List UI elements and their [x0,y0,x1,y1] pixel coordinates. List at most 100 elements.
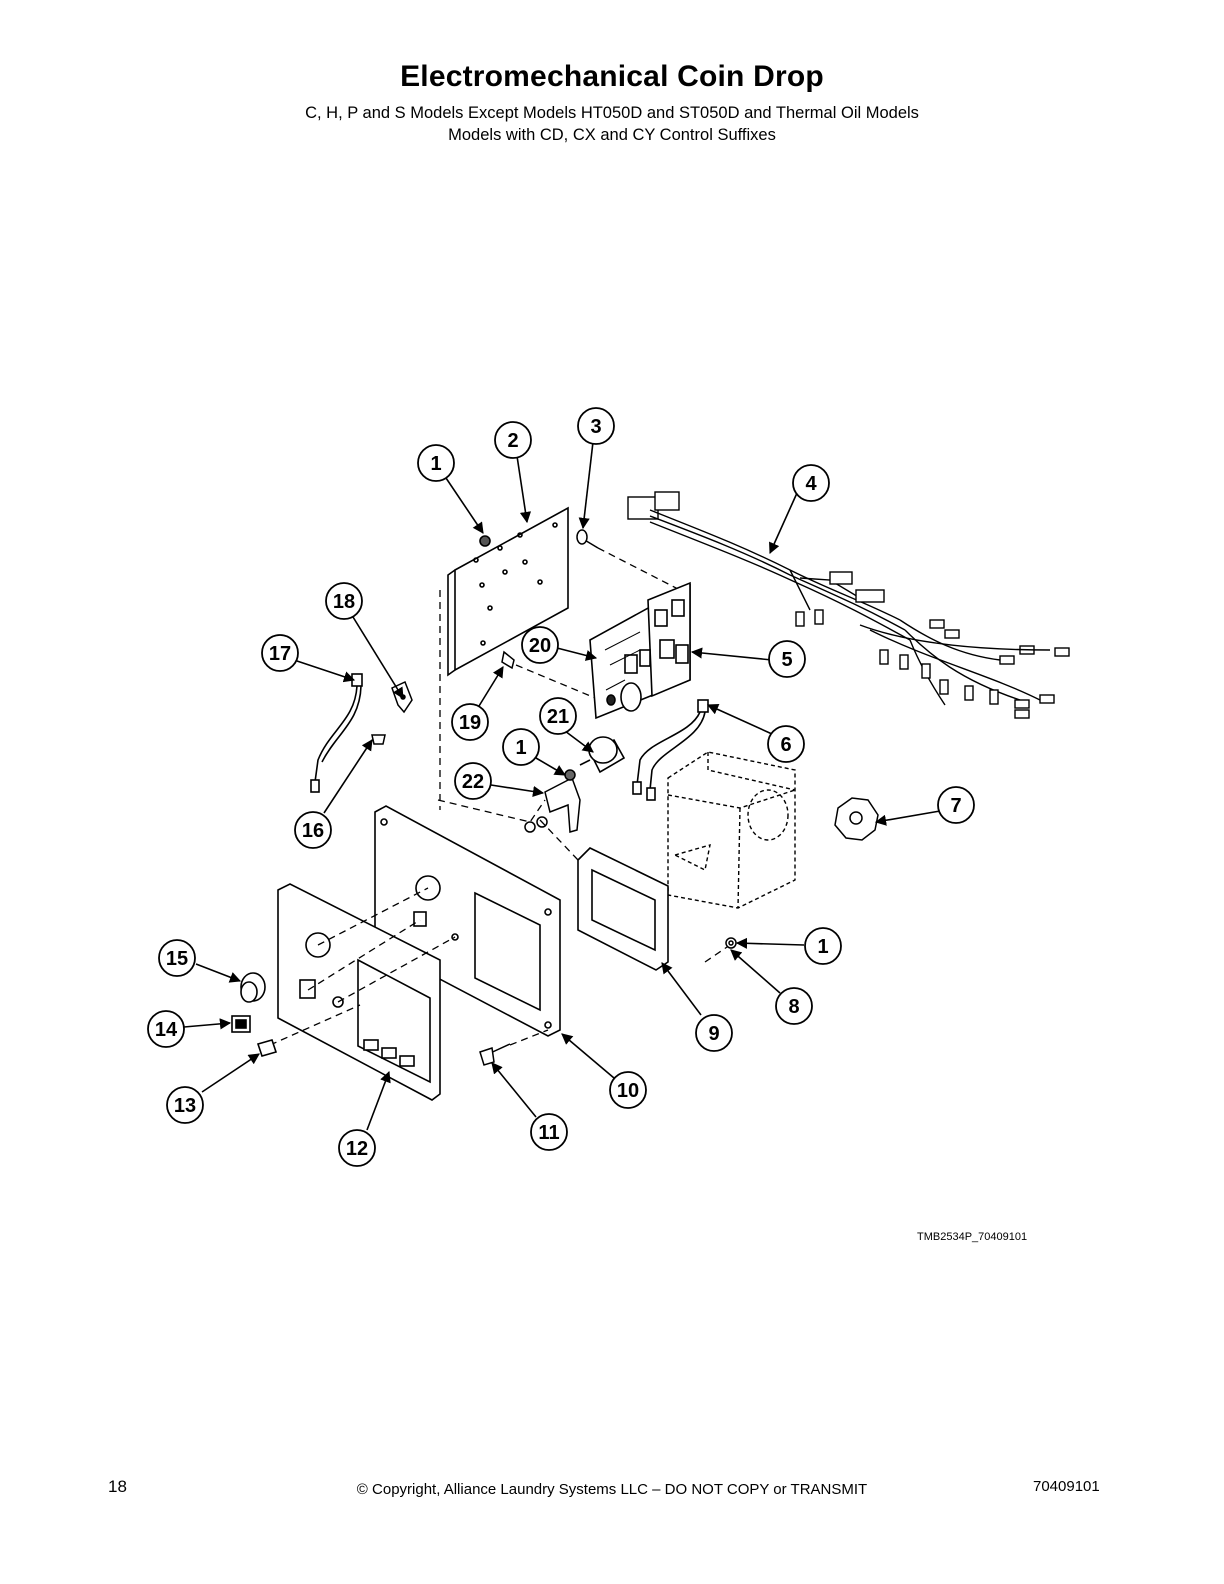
figure-reference: TMB2534P_70409101 [917,1231,1028,1243]
callout-circle [325,582,363,620]
callout-c3: 3 [577,407,615,445]
callout-label: 20 [529,635,551,657]
gasket-part-9 [577,847,669,971]
subtitle-models: C, H, P and S Models Except Models HT050… [305,104,919,122]
indicator-light-part-13 [256,1039,278,1057]
callout-label: 6 [780,734,791,756]
callout-c8: 8 [775,987,813,1025]
callout-circle [521,626,559,664]
callout-c20: 20 [521,626,559,664]
callout-label: 17 [269,643,291,665]
callout-c7: 7 [937,786,975,824]
callout-label: 22 [462,771,484,793]
callout-label: 4 [805,473,817,495]
callout-circle [454,762,492,800]
document-number: 70409101 [1033,1478,1100,1495]
callout-c15: 15 [158,939,196,977]
callout-label: 16 [302,820,324,842]
callout-c9: 9 [695,1014,733,1052]
page-number: 18 [108,1477,127,1496]
subtitle-control-suffixes: Models with CD, CX and CY Control Suffix… [448,126,776,144]
callout-circle [767,725,805,763]
callout-c4: 4 [792,464,830,502]
callout-circle [539,697,577,735]
callout-circle [494,421,532,459]
screw-part-16 [371,734,386,745]
callout-circle [261,634,299,672]
mounting-plate [447,506,569,677]
callout-label: 10 [617,1080,639,1102]
callout-label: 13 [174,1095,196,1117]
callout-label: 1 [430,453,441,475]
callout-c14: 14 [147,1010,185,1048]
callout-circle [338,1129,376,1167]
callout-circle [417,444,455,482]
callout-circle [577,407,615,445]
callout-c10: 10 [609,1071,647,1109]
callout-circle [609,1071,647,1109]
callout-circle [451,703,489,741]
bracket-part-22 [524,769,581,833]
callout-label: 14 [155,1019,178,1041]
callout-label: 18 [333,591,355,613]
copyright-notice: © Copyright, Alliance Laundry Systems LL… [356,1481,868,1498]
callout-c19: 19 [451,703,489,741]
callout-circle [804,927,842,965]
callout-circle [768,640,806,678]
callout-label: 8 [788,996,799,1018]
alignment-lines-lower [269,799,731,1046]
callout-c11: 11 [530,1113,568,1151]
callout-circle [792,464,830,502]
callout-label: 21 [547,706,569,728]
callout-c1a: 1 [417,444,455,482]
overlay-part-12 [277,883,441,1101]
callout-label: 11 [538,1122,559,1144]
screw-part-3 [576,529,599,549]
callout-c21: 21 [539,697,577,735]
wiring-harness [627,491,1070,719]
wire-part-6 [632,699,709,801]
callout-c1b: 1 [502,728,540,766]
callout-c1c: 1 [804,927,842,965]
callout-c22: 22 [454,762,492,800]
control-boards [589,581,691,720]
callout-label: 15 [166,948,188,970]
callout-label: 7 [950,795,961,817]
callout-label: 9 [708,1023,719,1045]
standoff-part-19 [501,650,515,670]
knob-part-15 [240,972,266,1003]
callout-c5: 5 [768,640,806,678]
callout-circle [530,1113,568,1151]
callout-label: 12 [346,1138,368,1160]
callout-label: 1 [817,936,828,958]
alignment-lines-upper [439,547,681,810]
callout-circle [775,987,813,1025]
callout-c17: 17 [261,634,299,672]
callout-c12: 12 [338,1129,376,1167]
callout-circle [294,811,332,849]
callout-c6: 6 [767,725,805,763]
callout-circle [166,1086,204,1124]
buzzer-part-21 [579,736,626,774]
callout-label: 1 [515,737,526,759]
gear-part-7 [834,797,879,841]
callout-label: 5 [781,649,792,671]
screw-part-11 [479,1043,511,1066]
control-panel-part-10 [374,805,561,1037]
callout-label: 2 [507,430,518,452]
callout-c16: 16 [294,811,332,849]
callout-c13: 13 [166,1086,204,1124]
coin-mechanism [667,751,796,909]
leader-lines [183,441,941,1131]
callout-circle [695,1014,733,1052]
callout-c18: 18 [325,582,363,620]
callout-label: 3 [590,416,601,438]
callout-circle [502,728,540,766]
washer-part-8 [725,937,737,949]
callout-circle [937,786,975,824]
callout-circle [158,939,196,977]
switch-part-14 [231,1015,251,1033]
jumper-wire-part-17 [310,673,363,793]
